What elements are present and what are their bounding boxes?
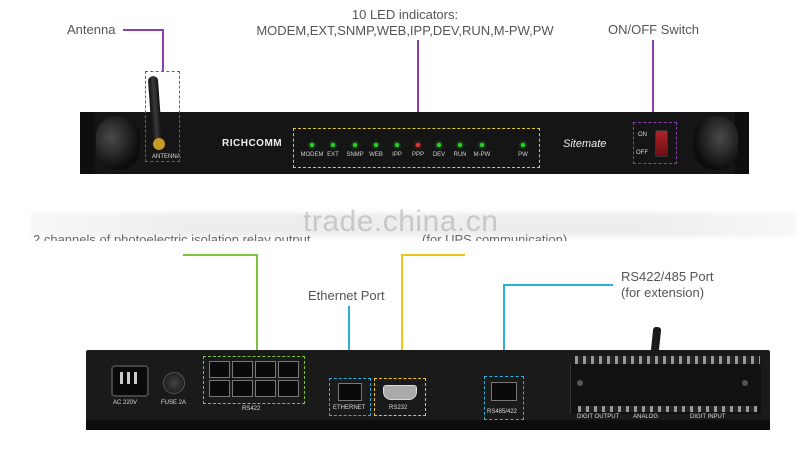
brand-logo: RICHCOMM: [222, 138, 283, 149]
led-pw-label: PW: [518, 152, 528, 158]
led-web-label: WEB: [369, 152, 383, 158]
rs485-label: RS485/422: [487, 409, 518, 415]
model-label: Sitemate: [563, 138, 607, 150]
terminal-strip-top: [575, 356, 760, 364]
led-modem-label: MODEM: [300, 152, 324, 158]
rs232-callout-line-vertical: [401, 254, 403, 378]
led-run-indicator: [458, 143, 462, 147]
switch-off-label: OFF: [636, 150, 648, 156]
ethernet-callout-label: Ethernet Port: [308, 288, 385, 303]
relay-port[interactable]: [255, 361, 276, 378]
rs422-callout-sub: (for extension): [621, 285, 705, 300]
rs422-callout-label: RS422/485 Port: [621, 269, 714, 284]
led-pw-indicator: [521, 143, 525, 147]
ethernet-highlight-box: [329, 378, 371, 416]
screw-icon: [742, 380, 748, 386]
led-dev-label: DEV: [432, 152, 446, 158]
digit-output-label: DIGIT OUTPUT: [577, 414, 620, 420]
power-pin: [134, 372, 137, 384]
front-panel-body: [95, 112, 735, 174]
relay-port[interactable]: [278, 361, 299, 378]
led-callout-line: [417, 40, 419, 128]
relay-port[interactable]: [209, 380, 230, 397]
relay-port[interactable]: [255, 380, 276, 397]
rs485-port[interactable]: [491, 382, 517, 401]
relay-port[interactable]: [209, 361, 230, 378]
onoff-callout-line: [652, 40, 654, 122]
rear-panel-shadow: [86, 420, 770, 430]
power-inlet: [111, 365, 149, 397]
analog-label: ANALOG: [633, 414, 659, 420]
terminal-area: [570, 364, 761, 414]
rs232-port[interactable]: [383, 385, 417, 400]
rs232-label: RS232: [389, 405, 408, 411]
ups-callout-label: (for UPS communication): [422, 232, 568, 241]
relay-highlight-box: [203, 356, 305, 404]
switch-on-label: ON: [638, 132, 647, 138]
led-m-pw-label: M-PW: [473, 152, 491, 158]
led-web-indicator: [374, 143, 378, 147]
led-snmp-indicator: [353, 143, 357, 147]
relay-callout-line-vertical: [256, 254, 258, 356]
rs422-callout-line: [503, 284, 613, 286]
antenna-panel-label: ANTENNA: [152, 154, 181, 160]
watermark-text: trade.china.cn: [303, 205, 499, 238]
onoff-callout-label: ON/OFF Switch: [608, 22, 700, 37]
ethernet-port[interactable]: [338, 383, 362, 401]
relay-callout-label: 2 channels of photoelectric isolation re…: [33, 232, 311, 241]
antenna-callout-line: [123, 29, 163, 31]
led-ipp-label: IPP: [392, 152, 402, 158]
screw-icon: [577, 380, 583, 386]
switch-highlight-box: [633, 122, 677, 164]
led-ipp-indicator: [395, 143, 399, 147]
antenna-callout-label: Antenna: [67, 22, 116, 37]
fuse-holder: [163, 372, 185, 394]
relay-port[interactable]: [278, 380, 299, 397]
power-switch[interactable]: [655, 130, 668, 157]
led-ext-indicator: [331, 143, 335, 147]
ethernet-callout-line: [348, 306, 350, 378]
antenna-highlight-box: [145, 71, 180, 162]
led-modem-indicator: [310, 143, 314, 147]
led-ppp-indicator: [416, 143, 420, 147]
led-ext-label: EXT: [327, 152, 339, 158]
led-snmp-label: SNMP: [346, 152, 364, 158]
led-dev-indicator: [437, 143, 441, 147]
led-run-label: RUN: [453, 152, 467, 158]
power-label: AC 220V: [113, 400, 138, 406]
fuse-label: FUSE 2A: [161, 400, 187, 406]
front-handle-right: [694, 116, 738, 170]
antenna-callout-line-vertical: [162, 29, 164, 71]
led-ppp-label: PPP: [411, 152, 424, 158]
front-handle-left: [96, 116, 140, 170]
led-m-pw-indicator: [480, 143, 484, 147]
blur-band: [30, 213, 795, 237]
relay-port[interactable]: [232, 361, 253, 378]
antenna-connector: [153, 138, 165, 150]
rs232-callout-line: [401, 254, 465, 256]
relay-port[interactable]: [232, 380, 253, 397]
digit-input-label: DIGIT INPUT: [690, 414, 726, 420]
rs422-callout-line-vertical: [503, 284, 505, 376]
ethernet-label: ETHERNET: [333, 405, 366, 411]
led-callout-title: 10 LED indicators:: [351, 7, 459, 22]
relay-callout-line: [183, 254, 258, 256]
led-callout-list: MODEM,EXT,SNMP,WEB,IPP,DEV,RUN,M-PW,PW: [256, 23, 554, 38]
led-highlight-box: [293, 128, 540, 168]
terminal-strip-bottom: [578, 406, 758, 412]
power-pin: [120, 372, 123, 384]
rs422-label: RS422: [242, 406, 261, 412]
rs485-highlight-box: [484, 376, 524, 420]
rs232-highlight-box: [374, 378, 426, 416]
power-pin: [127, 372, 130, 384]
